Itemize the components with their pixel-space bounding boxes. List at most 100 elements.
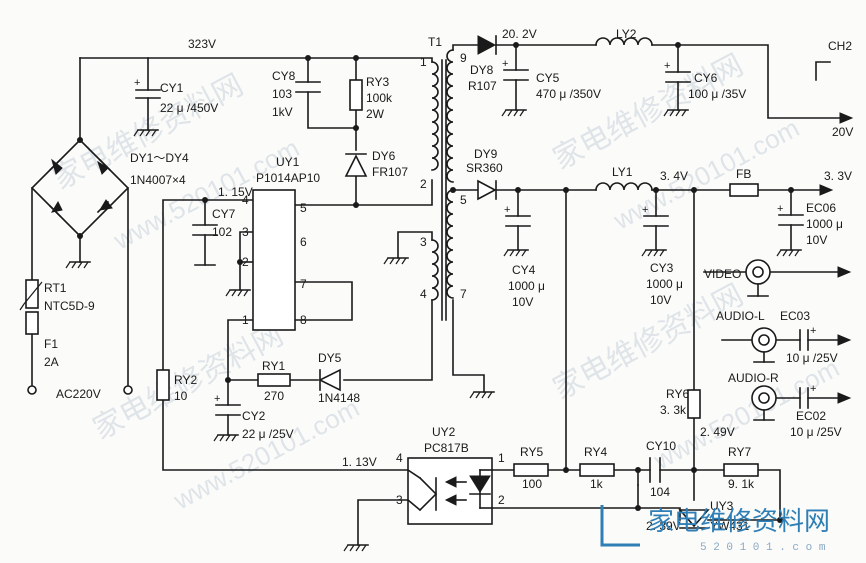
resistor-ry7 (723, 463, 759, 477)
resistor-ry6 (687, 389, 701, 419)
value-cy5: 470 μ /350V (536, 87, 601, 101)
label-uy1: UY1 (276, 155, 300, 169)
inductor-ly2 (595, 37, 653, 46)
ground-symbol (383, 257, 409, 265)
pin-numbers: 4 3 2 1 5 6 7 8 1 2 3 4 9 5 7 4 3 1 2 (242, 51, 505, 507)
label-cy6: CY6 (694, 71, 718, 85)
label-cy7: CY7 (212, 207, 236, 221)
rating-cy3: 10V (650, 293, 671, 307)
logo-text: 家电维修资料网 (648, 507, 830, 537)
audio-l-jack: + (751, 325, 852, 363)
watermark-url: www.520101.com (168, 392, 364, 515)
capacitor-cy3: + (641, 187, 697, 257)
label-rt1: RT1 (44, 281, 67, 295)
site-logo: 家电维修资料网 5 2 0 1 0 1 . c o m (600, 505, 830, 554)
voltage-3-4v: 3. 4V (660, 169, 688, 183)
arrow-20v-out (839, 112, 854, 124)
label-dy5: DY5 (318, 351, 342, 365)
svg-text:+: + (214, 393, 220, 405)
inductor-ly1 (595, 182, 653, 191)
capacitor-cy10 (649, 457, 697, 483)
voltage-20v: 20V (832, 125, 853, 139)
diode-dy5 (318, 368, 341, 392)
svg-text:3: 3 (396, 493, 403, 507)
label-uy3: UY3 (710, 499, 734, 513)
watermark-text: 家电维修资料网 (547, 278, 749, 407)
transformer-t1 (431, 49, 456, 321)
label-t1: T1 (428, 35, 442, 49)
voltage-3-3v: 3. 3V (824, 169, 852, 183)
value-ry2: 10 (174, 389, 188, 403)
value-cy7: 102 (212, 225, 232, 239)
value-cy6: 100 μ /35V (688, 87, 746, 101)
thermistor-rt1 (19, 279, 43, 311)
svg-text:1: 1 (498, 451, 505, 465)
capacitor-cy6: + (663, 42, 691, 117)
value-f1: 2A (44, 355, 59, 369)
resistor-ry5 (513, 463, 569, 477)
value-rt1: NTC5D-9 (44, 299, 95, 313)
svg-text:7: 7 (300, 277, 307, 291)
voltage-2-39v: 2. 39V (646, 519, 681, 533)
svg-text:7: 7 (460, 287, 467, 301)
labels-input: 323V T1 CY1 22 μ /450V CY8 103 1kV RY3 1… (44, 35, 469, 469)
svg-text:4: 4 (396, 451, 403, 465)
value-cy10: 104 (650, 485, 670, 499)
capacitor-cy1: + (134, 77, 161, 99)
value-cy4: 1000 μ (508, 279, 545, 293)
label-ry1: RY1 (262, 359, 285, 373)
voltage-1-13v: 1. 13V (342, 455, 377, 469)
label-ry5: RY5 (520, 445, 543, 459)
ground-symbol (343, 544, 369, 552)
svg-text:+: + (664, 60, 670, 72)
label-ch2: CH2 (828, 39, 852, 53)
svg-text:3: 3 (242, 225, 249, 239)
svg-text:2: 2 (242, 255, 249, 269)
diode-dy8 (477, 35, 497, 55)
bridge-diodes (48, 137, 113, 239)
labels-output: 20. 2V LY2 DY8 R107 CY5 470 μ /350V CY6 … (466, 27, 853, 533)
value-cy8: 103 (272, 87, 292, 101)
label-ly2: LY2 (616, 27, 637, 41)
value-ec06: 1000 μ (806, 217, 843, 231)
fuse-f1 (25, 311, 39, 335)
label-ry2: RY2 (174, 373, 197, 387)
value-dy9: SR360 (466, 161, 503, 175)
voltage-2-49v: 2. 49V (700, 425, 735, 439)
svg-text:4: 4 (420, 287, 427, 301)
svg-text:+: + (810, 383, 816, 395)
input-wiring (30, 57, 433, 471)
video-jack (745, 259, 852, 297)
svg-text:8: 8 (300, 313, 307, 327)
svg-text:2: 2 (498, 493, 505, 507)
shunt-regulator-uy3 (635, 505, 783, 529)
value-uy3: YW431 (710, 519, 750, 533)
svg-text:4: 4 (242, 193, 249, 207)
ground-symbol (469, 391, 495, 399)
label-dy9: DY9 (474, 147, 498, 161)
arrow-3v3-out (819, 184, 834, 196)
label-audio-r: AUDIO-R (728, 371, 779, 385)
label-ly1: LY1 (612, 165, 633, 179)
label-ac220v: AC220V (56, 387, 101, 401)
svg-text:9: 9 (460, 51, 467, 65)
svg-text:+: + (134, 77, 140, 89)
label-ry6: RY6 (666, 387, 689, 401)
diode-dy6 (344, 153, 368, 208)
diode-dy9 (477, 179, 497, 201)
svg-text:+: + (810, 325, 816, 337)
value-ry7: 9. 1k (728, 477, 755, 491)
label-uy2: UY2 (432, 425, 456, 439)
value-ry4: 1k (590, 477, 604, 491)
capacitor-cy5: + (501, 42, 529, 117)
ic-uy1 (252, 189, 296, 331)
label-ec06: EC06 (806, 201, 836, 215)
svg-text:2: 2 (420, 177, 427, 191)
label-fb: FB (736, 167, 751, 181)
label-dy6: DY6 (372, 149, 396, 163)
voltage-20-2v: 20. 2V (502, 27, 537, 41)
rating-cy8: 1kV (272, 105, 293, 119)
label-cy2: CY2 (242, 409, 266, 423)
